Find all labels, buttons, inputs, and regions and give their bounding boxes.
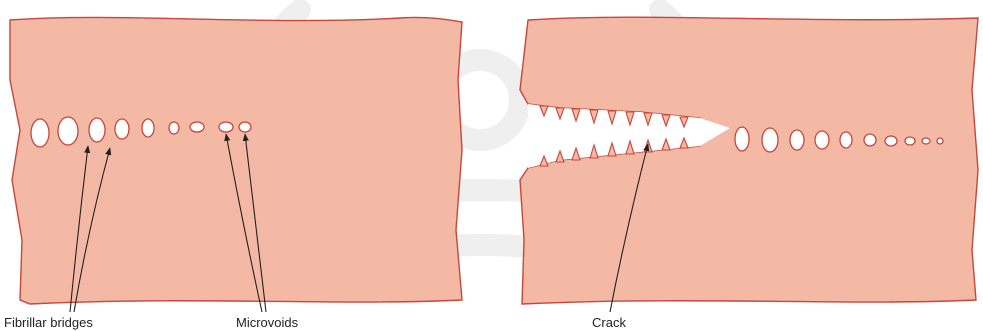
fibrillar-void: [735, 127, 749, 151]
microvoid: [937, 138, 943, 144]
label-microvoids: Microvoids: [236, 315, 298, 330]
microvoid: [885, 136, 897, 146]
label-fibrillar-bridges: Fibrillar bridges: [4, 315, 93, 330]
right-polymer-block: [520, 17, 978, 304]
fibrillar-void: [31, 119, 49, 147]
microvoid: [922, 138, 930, 144]
fibrillar-void: [142, 119, 154, 137]
microvoid: [905, 137, 915, 145]
fibrillar-void: [790, 130, 804, 150]
fibrillar-void: [58, 117, 78, 145]
microvoid: [864, 134, 876, 146]
fibrillar-void: [840, 132, 852, 148]
microvoid: [190, 122, 204, 132]
microvoid: [219, 122, 233, 132]
label-crack: Crack: [592, 315, 626, 330]
microvoid: [169, 122, 179, 134]
fibrillar-void: [762, 128, 778, 152]
fibrillar-void: [89, 118, 105, 142]
microvoid: [239, 122, 251, 132]
fibrillar-void: [115, 119, 129, 139]
fibrillar-void: [815, 131, 829, 149]
left-polymer-block: [10, 17, 462, 304]
